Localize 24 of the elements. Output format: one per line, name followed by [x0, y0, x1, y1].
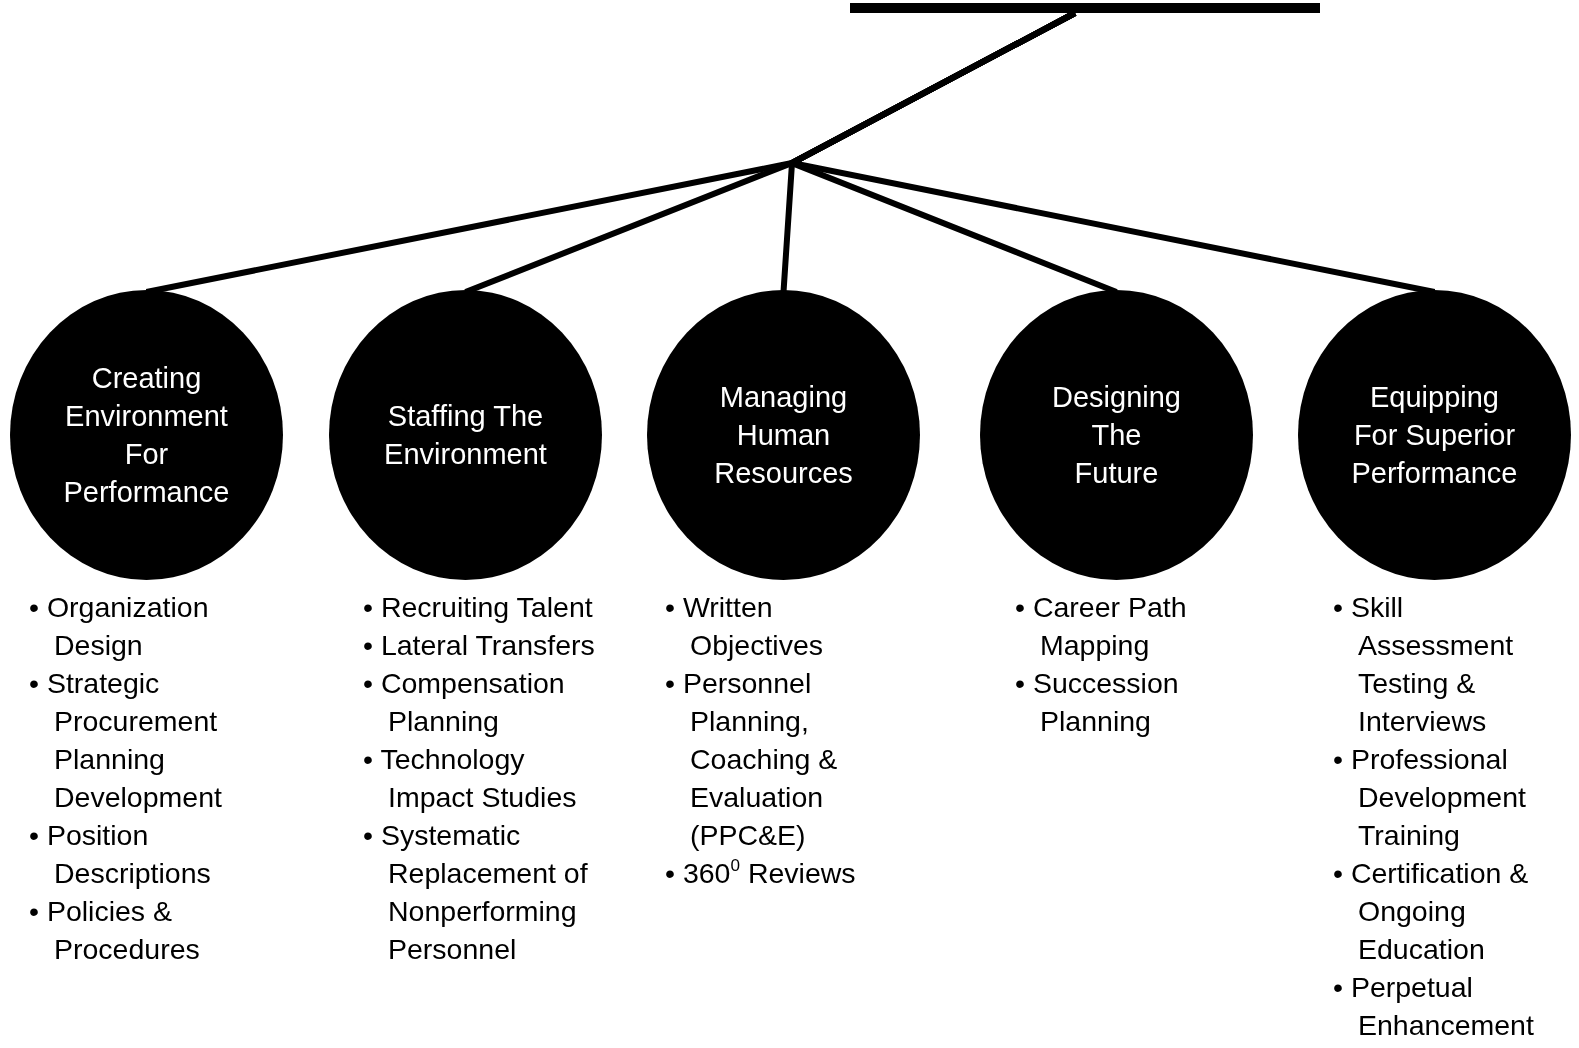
bullet-item: • Skill Assessment Testing & Interviews	[1333, 590, 1515, 739]
node-label: Creating Environment For Performance	[62, 361, 231, 510]
bullet-item: • Position Descriptions	[29, 818, 212, 891]
header-bar	[850, 3, 1320, 13]
bullet-item: • Career Path Mapping	[1015, 590, 1188, 663]
bullet-item: • Certification & Ongoing Education	[1333, 856, 1530, 967]
bullet-item: • Organization Design	[29, 590, 210, 663]
bullet-item: • Technology Impact Studies	[363, 742, 578, 815]
bullet-item: • Strategic Procurement Planning Development	[29, 666, 223, 815]
bullet-item: • Policies & Procedures	[29, 894, 201, 967]
node-label: Designing The Future	[1051, 380, 1182, 491]
bullet-item: • Succession Planning	[1015, 666, 1180, 739]
bullet-item: • Written Objectives	[665, 590, 825, 663]
bullet-item: • Systematic Replacement of Nonperforming Personnel	[363, 818, 589, 967]
bullet-item: • Perpetual Enhancement	[1333, 970, 1535, 1043]
bullet-item: • Lateral Transfers	[363, 628, 596, 663]
bullet-item: • Professional Development Training	[1333, 742, 1527, 853]
node-label: Equipping For Superior Performance	[1350, 380, 1519, 491]
bullet-item: • Recruiting Talent	[363, 590, 594, 625]
bullet-item: • Compensation Planning	[363, 666, 566, 739]
bullet-item: • Personnel Planning, Coaching & Evaluation (PPC&E)	[665, 666, 839, 853]
node-label: Managing Human Resources	[713, 380, 854, 491]
bullet-item: • 360$^{0}$ Reviews	[665, 855, 857, 891]
node-label: Staffing The Environment	[383, 399, 548, 472]
